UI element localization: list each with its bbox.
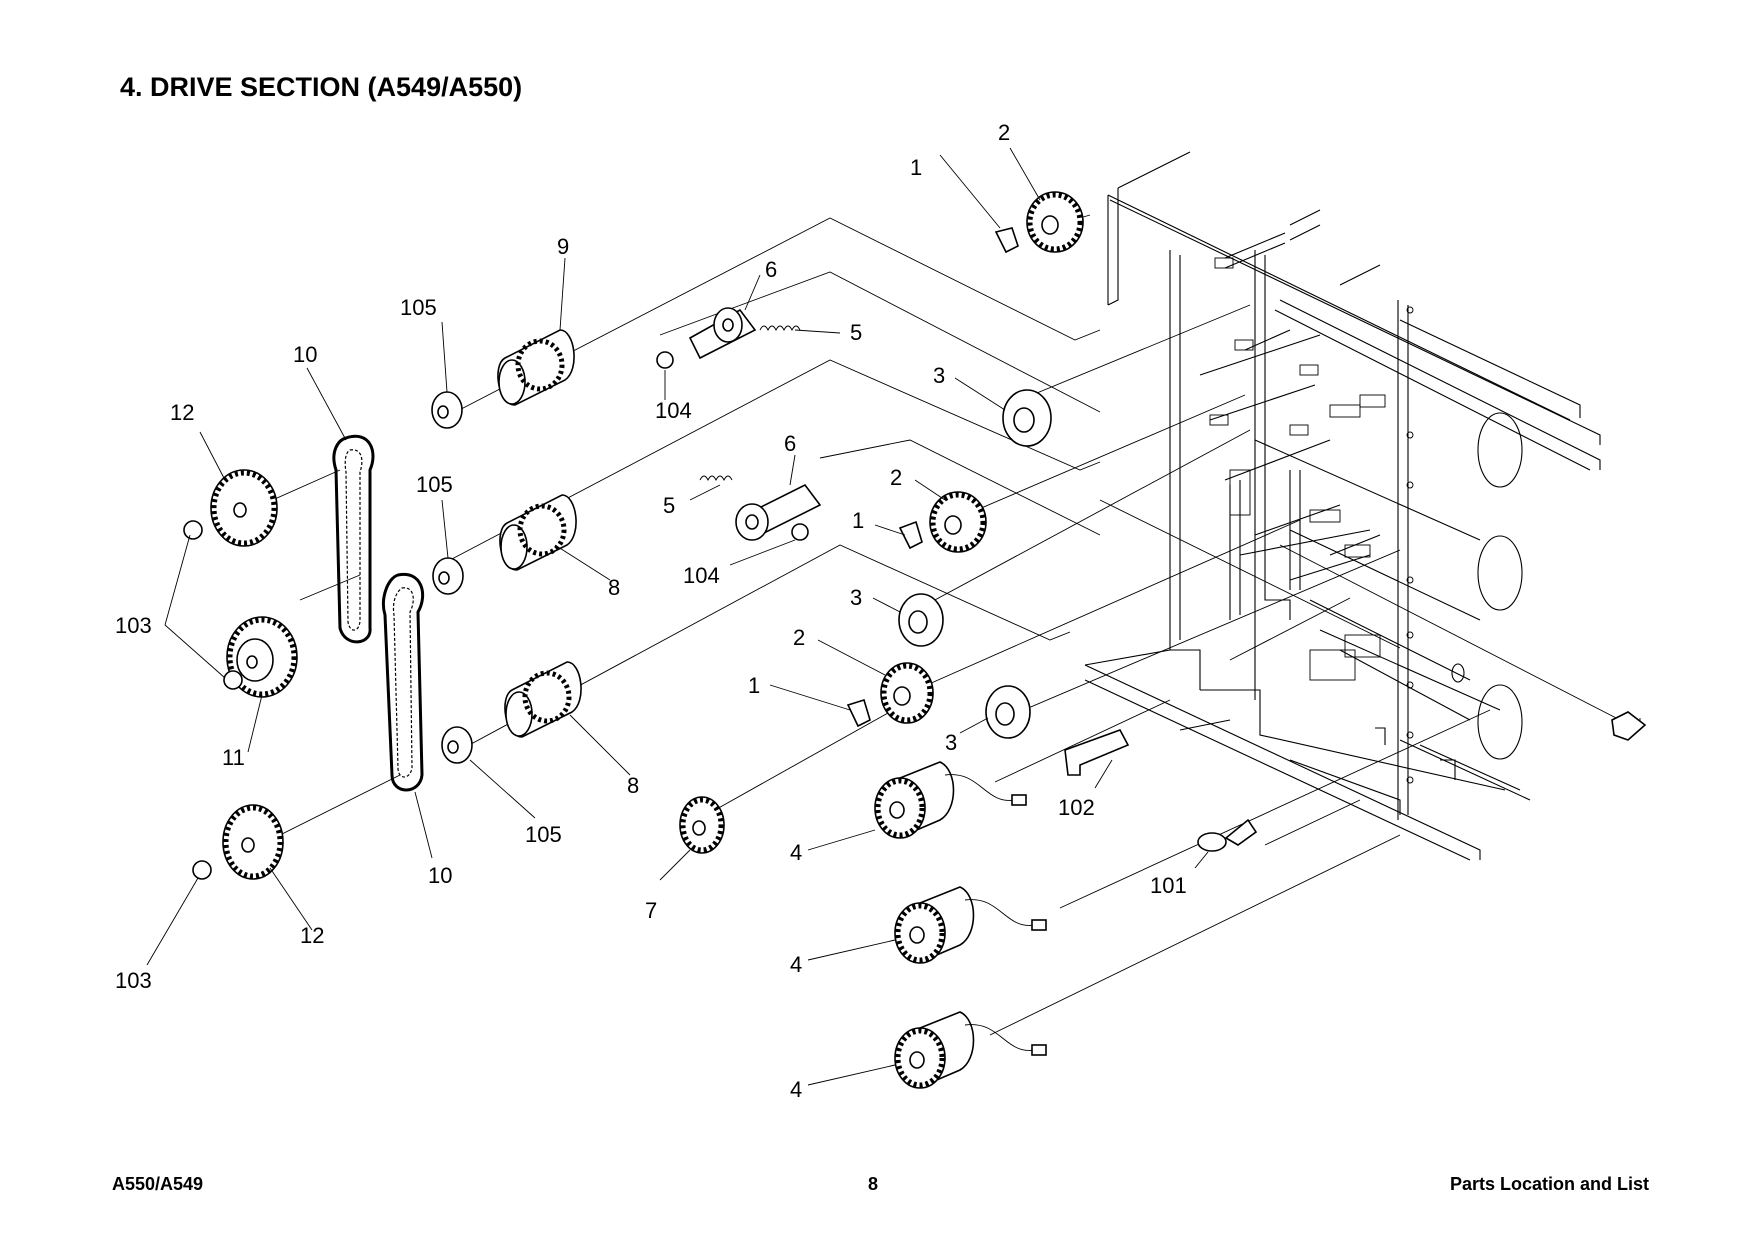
callout-105: 105 — [525, 822, 562, 847]
frame-chassis — [1084, 151, 1601, 861]
footer-model: A550/A549 — [112, 1174, 204, 1194]
left-pulley-assembly — [183, 391, 473, 880]
footer-page-number: 8 — [868, 1174, 879, 1194]
callout-102: 102 — [1058, 795, 1095, 820]
callout-3: 3 — [850, 585, 862, 610]
callout-1: 1 — [748, 673, 760, 698]
callout-8: 8 — [608, 575, 620, 600]
callout-2: 2 — [998, 120, 1010, 145]
callout-9: 9 — [557, 234, 569, 259]
callout-1: 1 — [852, 508, 864, 533]
callout-2: 2 — [793, 625, 805, 650]
callout-leaders — [146, 147, 1209, 1086]
page-title: 4. DRIVE SECTION (A549/A550) — [120, 72, 523, 102]
assembly-axis-lines — [249, 214, 1641, 1036]
callout-2: 2 — [890, 465, 902, 490]
callout-6: 6 — [784, 431, 796, 456]
callout-4: 4 — [790, 952, 802, 977]
callout-5: 5 — [663, 493, 675, 518]
callout-104: 104 — [655, 398, 692, 423]
callout-11: 11 — [222, 745, 245, 770]
callout-3: 3 — [945, 730, 957, 755]
callout-labels: 2 1 9 6 5 105 104 10 12 3 105 6 2 5 1 10… — [115, 120, 1187, 1102]
callout-5: 5 — [850, 320, 862, 345]
splined-gears — [497, 329, 582, 738]
callout-7: 7 — [645, 898, 657, 923]
levers-springs — [656, 307, 822, 541]
callout-105: 105 — [400, 295, 437, 320]
callout-10: 10 — [293, 342, 317, 367]
callout-8: 8 — [627, 773, 639, 798]
callout-12: 12 — [170, 400, 194, 425]
callout-4: 4 — [790, 840, 802, 865]
callout-3: 3 — [933, 363, 945, 388]
callout-104: 104 — [683, 563, 720, 588]
idler-gears — [679, 191, 1084, 854]
callout-103: 103 — [115, 613, 152, 638]
callout-105: 105 — [416, 472, 453, 497]
callout-101: 101 — [1150, 873, 1187, 898]
callout-10: 10 — [428, 863, 452, 888]
clutches-sensors — [874, 711, 1647, 1089]
callout-4: 4 — [790, 1077, 802, 1102]
footer-section-name: Parts Location and List — [1449, 1174, 1649, 1194]
callout-6: 6 — [765, 257, 777, 282]
callout-1: 1 — [910, 155, 922, 180]
callout-12: 12 — [300, 923, 324, 948]
callout-103: 103 — [115, 968, 152, 993]
